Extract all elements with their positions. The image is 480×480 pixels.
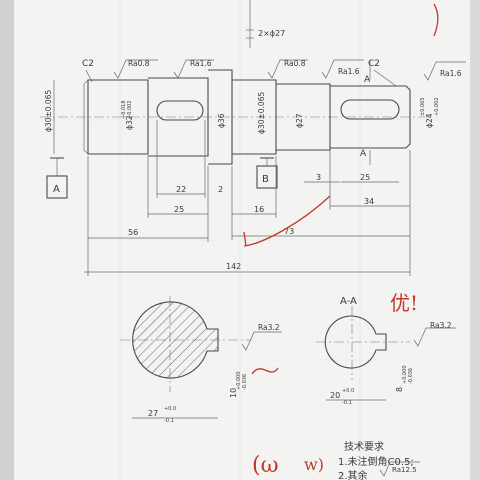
section-mark-a-bottom: A [360, 149, 367, 159]
datum-b: B [256, 157, 278, 189]
dim-34: 34 [364, 197, 374, 206]
roughness-ra08-left: Ra0.8 [128, 59, 150, 68]
keyway-count-dim: 2×ϕ27 [258, 29, 285, 38]
dim-section-8-tol-top: +0.000 [402, 365, 408, 384]
dim-d32-tol-bot: +0.002 [127, 100, 133, 119]
dim-3: 3 [316, 173, 321, 182]
dim-16: 16 [254, 205, 264, 214]
teacher-annotations: 优! (ω w) [243, 3, 439, 478]
dim-d24: ϕ24 [425, 113, 434, 128]
dim-d24-tol-bot: +0.002 [434, 97, 440, 116]
roughness-ra16-left: Ra1.6 [190, 59, 212, 68]
dim-section-10: 10 [229, 388, 238, 398]
diameter-dims: ϕ30±0.065 ϕ32 +0.018 +0.002 ϕ36 ϕ30±0.06… [44, 80, 440, 154]
annotation-mark-a: (ω [252, 453, 279, 478]
dim-d30-left: ϕ30±0.065 [44, 90, 53, 132]
dim-section-8-tol-bot: -0.036 [408, 368, 414, 384]
dim-section-27-tol-top: +0.0 [164, 406, 176, 412]
dim-73: 73 [284, 227, 294, 236]
tech-req-item1: 1.未注倒角C0.5; [338, 455, 414, 468]
dim-56: 56 [128, 228, 138, 237]
dim-section-20-tol-bot: -0.1 [342, 400, 352, 406]
dim-25-right: 25 [360, 173, 370, 182]
roughness-ra32-section-left: Ra3.2 [258, 323, 280, 332]
dim-section-8: 8 [395, 387, 404, 392]
dim-d32-tol-top: +0.018 [121, 100, 127, 119]
svg-text:A: A [53, 184, 60, 195]
dim-section-20: 20 [330, 391, 340, 400]
dim-d24-tol-top: ±0.065 [420, 97, 426, 116]
chamfer-right-label: C2 [368, 59, 380, 69]
section-mark-a-top: A [364, 75, 371, 85]
annotation-grade: 优! [390, 291, 418, 315]
dim-section-10-tol-top: +0.000 [236, 371, 242, 390]
dim-d32: ϕ32 [125, 115, 134, 130]
roughness-ra16-right: Ra1.6 [440, 69, 462, 78]
dim-142: 142 [226, 262, 241, 271]
dim-22: 22 [176, 185, 186, 194]
dim-section-27: 27 [148, 409, 158, 418]
roughness-ra16-mid: Ra1.6 [338, 67, 360, 76]
roughness-symbols: Ra0.8 Ra1.6 Ra0.8 Ra1.6 Ra1.6 [113, 59, 466, 81]
tech-req-item2: 2.其余 [338, 469, 368, 480]
dim-section-27-tol-bot: -0.1 [164, 418, 174, 424]
dim-section-20-tol-top: +0.0 [342, 388, 354, 394]
svg-text:B: B [262, 174, 269, 185]
chamfer-left-label: C2 [82, 59, 94, 69]
section-view-right: Ra3.2 20 +0.0 -0.1 8 +0.000 -0.036 [316, 306, 456, 406]
datum-a: A [46, 157, 68, 199]
roughness-ra08-mid: Ra0.8 [284, 59, 306, 68]
section-title: A-A [340, 296, 357, 307]
section-view-left: Ra3.2 27 +0.0 -0.1 10 +0.000 -0.036 [120, 296, 282, 424]
tech-req-title: 技术要求 [344, 440, 384, 453]
dim-d27: ϕ27 [295, 113, 304, 128]
tech-requirements: 技术要求 1.未注倒角C0.5; 2.其余 Ra12.5 [338, 440, 420, 480]
dim-d36: ϕ36 [217, 113, 226, 128]
annotation-mark-b: w) [304, 455, 324, 474]
roughness-ra32-section-right: Ra3.2 [430, 321, 452, 330]
dim-section-10-tol-bot: -0.036 [242, 374, 248, 390]
tech-req-item2-ra: Ra12.5 [392, 466, 417, 474]
dim-2: 2 [218, 185, 223, 194]
length-dims: 22 2 25 56 16 3 25 34 73 142 [84, 120, 411, 276]
dim-25-left: 25 [174, 205, 184, 214]
dim-d30-right: ϕ30±0.065 [257, 92, 266, 134]
